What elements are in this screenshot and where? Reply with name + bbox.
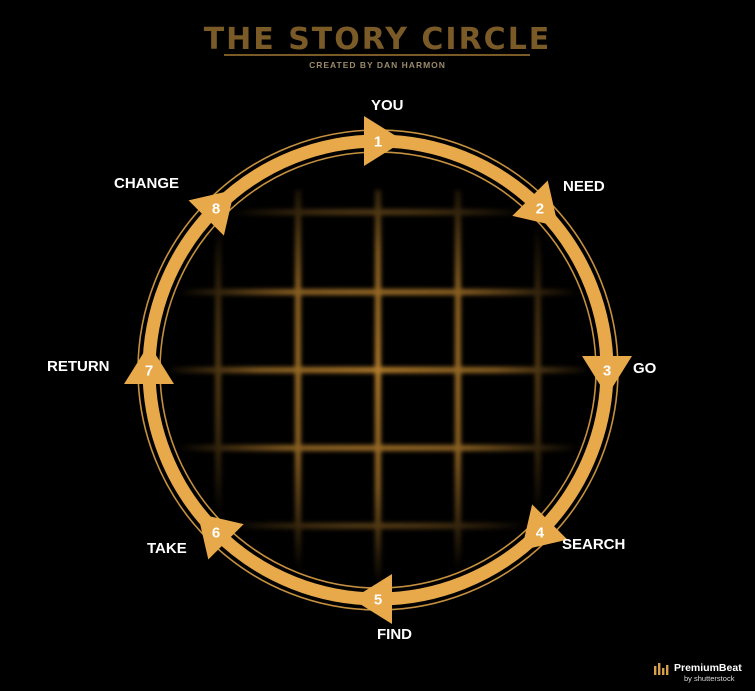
diagram-title: THE STORY CIRCLE <box>203 22 552 57</box>
diagram-subtitle: CREATED BY DAN HARMON <box>309 60 446 70</box>
grid-line-vertical-4 <box>455 190 461 580</box>
arrow-triangle-icon <box>197 513 244 560</box>
step-number-1: 1 <box>374 134 382 151</box>
step-number-8: 8 <box>212 201 220 218</box>
step-label-find: FIND <box>377 626 412 643</box>
grid-line-vertical-2 <box>295 190 301 580</box>
step-marker-1 <box>364 116 404 166</box>
step-label-take: TAKE <box>147 540 187 557</box>
step-label-search: SEARCH <box>562 536 626 553</box>
grid-line-horizontal-3 <box>170 445 586 451</box>
grid-line-horizontal-5 <box>170 209 586 215</box>
step-marker-6 <box>197 513 244 560</box>
background-grid <box>170 190 586 580</box>
step-number-4: 4 <box>536 524 545 541</box>
step-marker-4 <box>521 504 568 551</box>
step-label-change: CHANGE <box>114 175 180 192</box>
grid-line-vertical-3 <box>375 190 381 580</box>
step-label-you: YOU <box>371 97 404 114</box>
title-underline <box>224 54 530 56</box>
arrow-triangle-icon <box>364 116 404 166</box>
grid-line-horizontal-1 <box>170 289 586 295</box>
arrow-triangle-icon <box>352 574 392 624</box>
logo-name: PremiumBeat <box>674 662 742 674</box>
grid-line-vertical-5 <box>535 190 541 580</box>
arrow-triangle-icon <box>188 189 235 236</box>
step-number-7: 7 <box>145 363 153 380</box>
step-markers: 1 2 3 4 5 6 7 8 <box>124 116 632 624</box>
arrow-triangle-icon <box>582 356 632 396</box>
grid-line-horizontal-2 <box>170 367 586 373</box>
step-label-need: NEED <box>563 178 605 195</box>
step-marker-8 <box>188 189 235 236</box>
arrow-triangle-icon <box>512 180 559 227</box>
step-label-return: RETURN <box>47 358 110 375</box>
grid-line-vertical-1 <box>215 190 221 580</box>
step-marker-3 <box>582 356 632 396</box>
step-number-2: 2 <box>536 201 544 218</box>
logo-subtext: by shutterstock <box>684 674 735 683</box>
step-marker-2 <box>512 180 559 227</box>
step-number-5: 5 <box>374 592 382 609</box>
step-number-6: 6 <box>212 524 220 541</box>
step-marker-7 <box>124 344 174 384</box>
step-label-go: GO <box>633 360 657 377</box>
arrow-triangle-icon <box>124 344 174 384</box>
equalizer-bars-icon <box>654 663 669 675</box>
step-number-3: 3 <box>603 363 611 380</box>
grid-line-horizontal-4 <box>170 523 586 529</box>
arrow-triangle-icon <box>521 504 568 551</box>
step-marker-5 <box>352 574 392 624</box>
premiumbeat-logo: PremiumBeat by shutterstock <box>654 659 750 689</box>
